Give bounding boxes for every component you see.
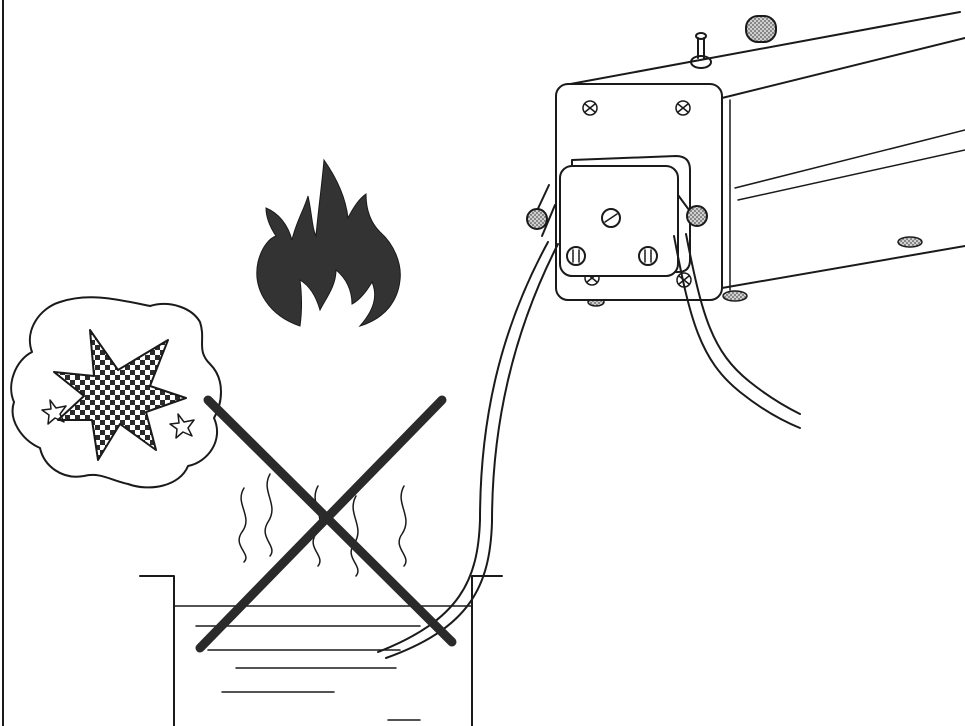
top-toggle-knob (690, 32, 712, 69)
pump-housing-ridges (729, 99, 965, 291)
pump-foot (897, 236, 923, 248)
tubing (377, 233, 801, 659)
inlet-tube-inner (385, 243, 559, 659)
beaker (139, 575, 503, 726)
pump-icon (526, 11, 965, 307)
beaker-wall-right (471, 575, 503, 726)
top-round-knob (745, 15, 777, 43)
prohibited-cross-icon (195, 395, 457, 653)
flame-icon (256, 158, 401, 327)
pump-head-screws (566, 208, 658, 266)
beaker-wall-left (139, 575, 175, 726)
outlet-tube-inner (685, 233, 801, 415)
outlet-tube (673, 235, 801, 429)
pump-housing (564, 11, 965, 289)
tube-clamp-left (526, 184, 556, 237)
tube-clamp-right (677, 194, 708, 227)
plate-screws (582, 100, 692, 288)
spark-star-left (41, 399, 67, 425)
explosion-icon (10, 296, 222, 489)
explosion-cloud (10, 296, 222, 489)
spark-star-right (169, 413, 195, 439)
inlet-tube (377, 241, 549, 653)
explosion-star (53, 329, 187, 461)
pump-foot (722, 290, 748, 302)
